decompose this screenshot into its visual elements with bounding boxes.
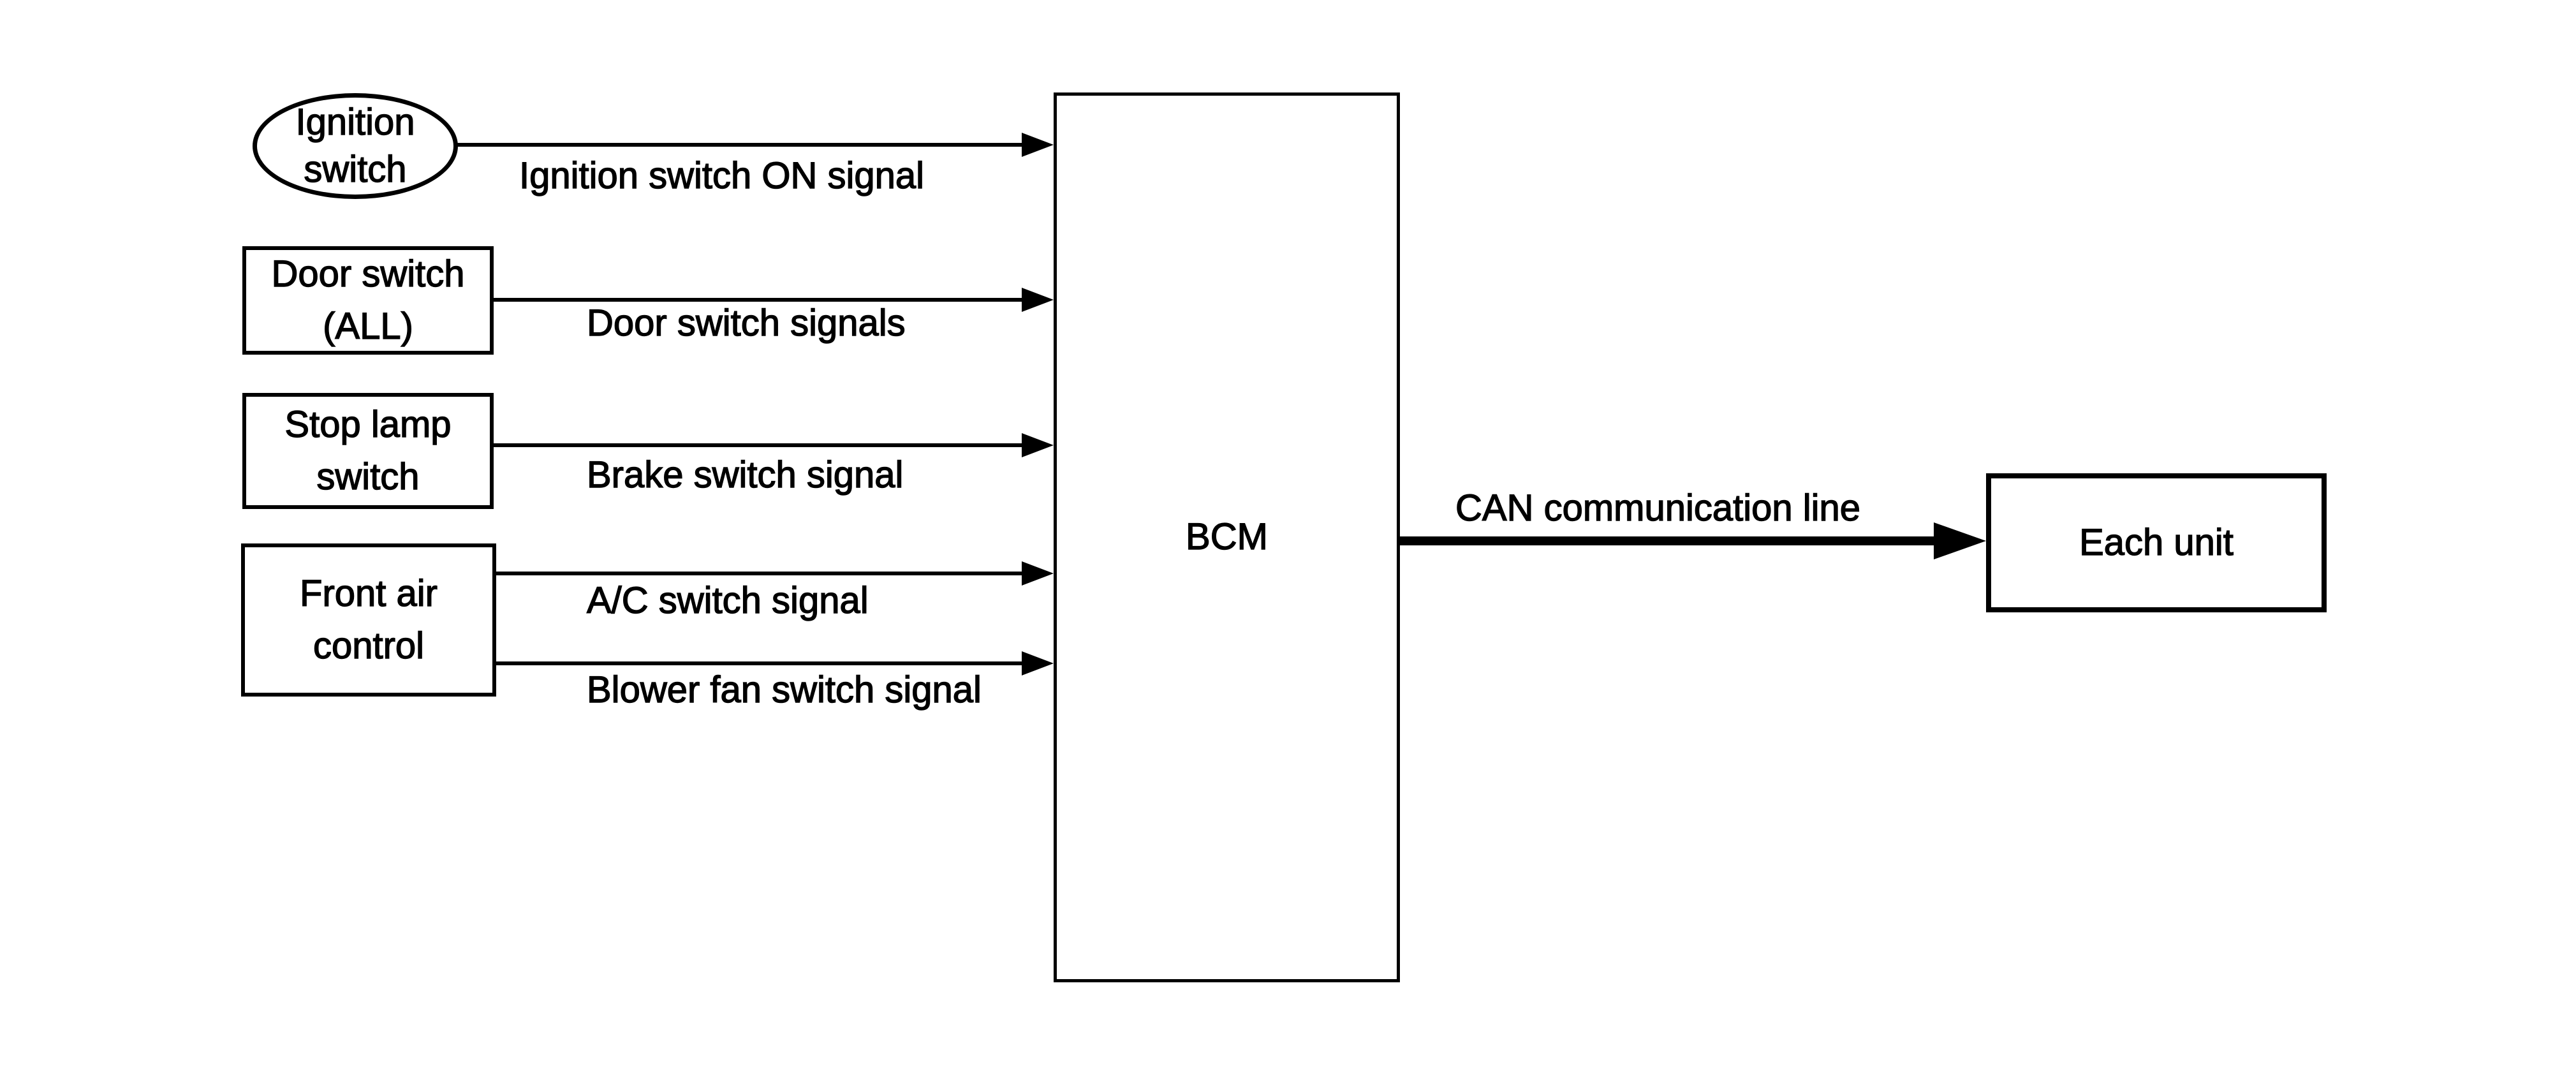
arrowhead-right-icon — [1022, 133, 1054, 157]
node-stop-lamp-switch-label: Stop lamp switch — [284, 403, 452, 498]
node-front-air-control-label: Front air control — [299, 572, 438, 667]
signal-label-ignition-on: Ignition switch ON signal — [519, 155, 925, 196]
arrowhead-right-icon — [1022, 561, 1054, 586]
signal-label-blower: Blower fan switch signal — [586, 669, 982, 711]
node-each-unit-label: Each unit — [2079, 521, 2234, 563]
node-door-switch-label: Door switch (ALL) — [271, 253, 465, 348]
node-ignition-switch-label: Ignition switch — [295, 101, 415, 191]
arrow-shaft — [457, 143, 1026, 147]
arrowhead-right-icon — [1934, 522, 1986, 559]
node-front-air-control: Front air control — [241, 543, 496, 697]
node-door-switch: Door switch (ALL) — [242, 246, 494, 355]
signal-label-ac: A/C switch signal — [586, 580, 869, 621]
signal-label-can: CAN communication line — [1455, 487, 1861, 529]
arrow-shaft — [495, 572, 1026, 575]
arrow-shaft — [492, 298, 1026, 302]
arrow-shaft — [495, 661, 1026, 665]
arrowhead-right-icon — [1022, 288, 1054, 312]
node-stop-lamp-switch: Stop lamp switch — [242, 393, 494, 509]
node-ignition-switch: Ignition switch — [253, 93, 458, 199]
arrowhead-right-icon — [1022, 433, 1054, 457]
arrow-shaft — [1399, 536, 1941, 545]
signal-label-brake: Brake switch signal — [586, 454, 904, 496]
arrow-shaft — [492, 443, 1026, 447]
node-each-unit: Each unit — [1986, 473, 2327, 612]
node-bcm: BCM — [1054, 92, 1400, 982]
node-bcm-label: BCM — [1185, 516, 1268, 558]
signal-label-door: Door switch signals — [586, 302, 906, 344]
arrowhead-right-icon — [1022, 651, 1054, 675]
